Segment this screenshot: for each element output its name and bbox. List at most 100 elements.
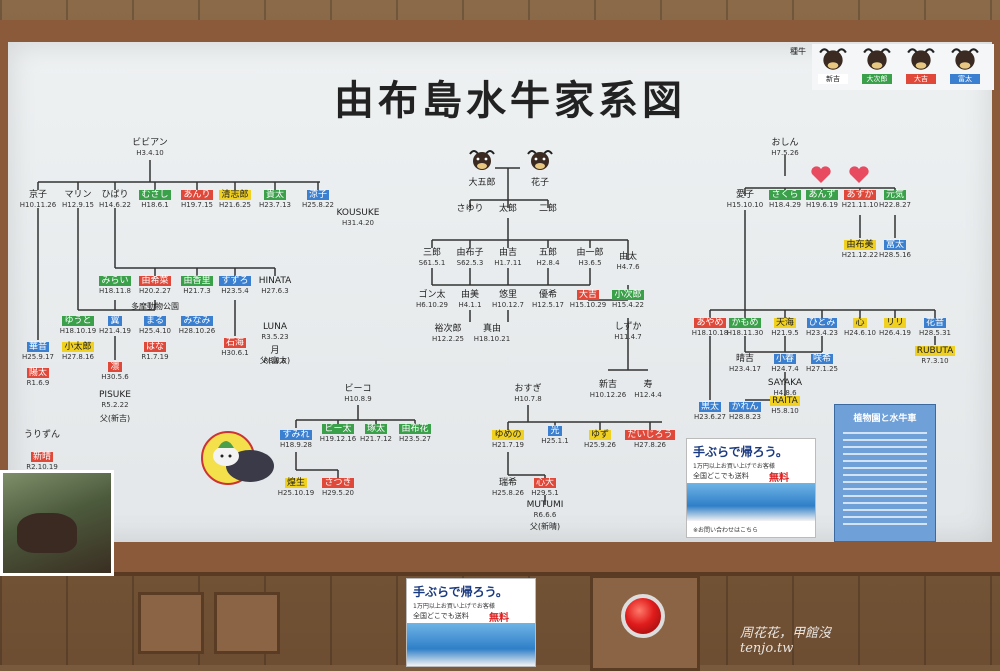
node-date: S62.5.3 (456, 259, 484, 267)
tree-node-sayuri: さゆり (440, 204, 500, 214)
node-date: H26.4.19 (879, 329, 911, 337)
node-name: 花子 (530, 178, 549, 188)
node-name: 新吉 (598, 380, 617, 390)
node-name: 心 (853, 318, 867, 328)
buffalo-icon (527, 150, 553, 170)
node-date: H4.7.6 (616, 263, 640, 271)
node-date: H25.10.19 (277, 489, 315, 497)
node-date: H18.6.1 (141, 201, 169, 209)
poster-bottom-free: 無料 (489, 613, 509, 624)
node-date: H23.5.27 (399, 435, 431, 443)
node-name: 石海 (223, 338, 246, 348)
node-name: MUTUMI (526, 500, 564, 510)
node-name: RUBUTA (914, 346, 956, 356)
node-date: H29.5.1 (531, 489, 559, 497)
poster-free: 無料 (769, 473, 789, 484)
node-date: H27.8.26 (634, 441, 666, 449)
node-name: 由吉 (498, 248, 517, 258)
node-date: H25.8.26 (492, 489, 524, 497)
node-name: 京子 (28, 190, 47, 200)
node-name: 瑞希 (498, 478, 517, 488)
node-date: H25.8.22 (302, 201, 334, 209)
node-name: ビビアン (132, 138, 168, 148)
node-date: H10.12.26 (589, 391, 627, 399)
node-name: リリ (883, 318, 906, 328)
alarm-bell-icon[interactable] (621, 594, 665, 638)
poster-sub: 1万円以上お買い上げでお客様 (693, 463, 775, 470)
tree-node-jiro: 二郎 (518, 204, 578, 214)
node-date: H25.1.1 (541, 437, 569, 445)
node-date: H19.7.15 (181, 201, 213, 209)
node-date: H10.12.7 (492, 301, 524, 309)
node-name: ゴン太 (418, 290, 446, 300)
node-date: H4.1.1 (458, 301, 482, 309)
node-name: RAITA (770, 396, 800, 406)
node-date: H21.7.3 (183, 287, 211, 295)
note-father-shin: 父(新晴) (529, 522, 561, 531)
note-father-fu: 父(富太) (259, 356, 291, 365)
legend-label: 種牛 (790, 47, 806, 56)
poster-bottom: 手ぶらで帰ろう。 1万円以上お買い上げでお客様 全国どこでも送料 無料 (406, 578, 536, 667)
poster-bottom-heading: 手ぶらで帰ろう。 (413, 585, 508, 599)
node-date: H23.6.27 (694, 413, 726, 421)
node-date: H18.10.21 (473, 335, 511, 343)
info-panel-title: 植物園と水牛車 (853, 414, 917, 424)
node-date: H10.8.9 (344, 395, 372, 403)
buffalo-icon (907, 48, 935, 70)
node-name: 由布花 (399, 424, 431, 434)
node-name: 三郎 (422, 248, 441, 258)
node-date: R1.7.19 (141, 353, 169, 361)
poster-bottom-sky (407, 623, 535, 666)
node-name: だいじろう (625, 430, 675, 440)
node-name: ゆうと (62, 316, 94, 326)
node-date: H23.5.4 (221, 287, 249, 295)
node-name: 由布美 (844, 240, 876, 250)
node-date: H21.7.12 (360, 435, 392, 443)
legend-item-label: 富太 (950, 74, 980, 84)
node-date: H21.9.5 (771, 329, 799, 337)
node-name: 元気 (883, 190, 906, 200)
node-date: H10.7.8 (514, 395, 542, 403)
node-name: 愛子 (735, 190, 754, 200)
node-date: H12.2.25 (432, 335, 464, 343)
node-date: R5.2.22 (101, 401, 129, 409)
node-date: H23.7.13 (259, 201, 291, 209)
node-name: あやめ (694, 318, 726, 328)
poster-bottom-sub2: 全国どこでも送料 (413, 612, 469, 620)
page-title: 由布島水牛家系図 (334, 78, 686, 124)
node-date: R7.3.10 (921, 357, 949, 365)
node-name: 涼子 (306, 190, 329, 200)
node-name: あんり (181, 190, 213, 200)
node-date: H7.5.26 (771, 149, 799, 157)
node-name: 由一郎 (576, 248, 604, 258)
node-date: H18.10.18 (691, 329, 729, 337)
node-date: H27.6.3 (261, 287, 289, 295)
node-date: H23.4.17 (729, 365, 761, 373)
node-date: R1.6.9 (26, 379, 50, 387)
tree-node-hanako: 花子 (510, 178, 570, 188)
node-name: 琢太 (364, 424, 387, 434)
node-name: みなみ (181, 316, 213, 326)
